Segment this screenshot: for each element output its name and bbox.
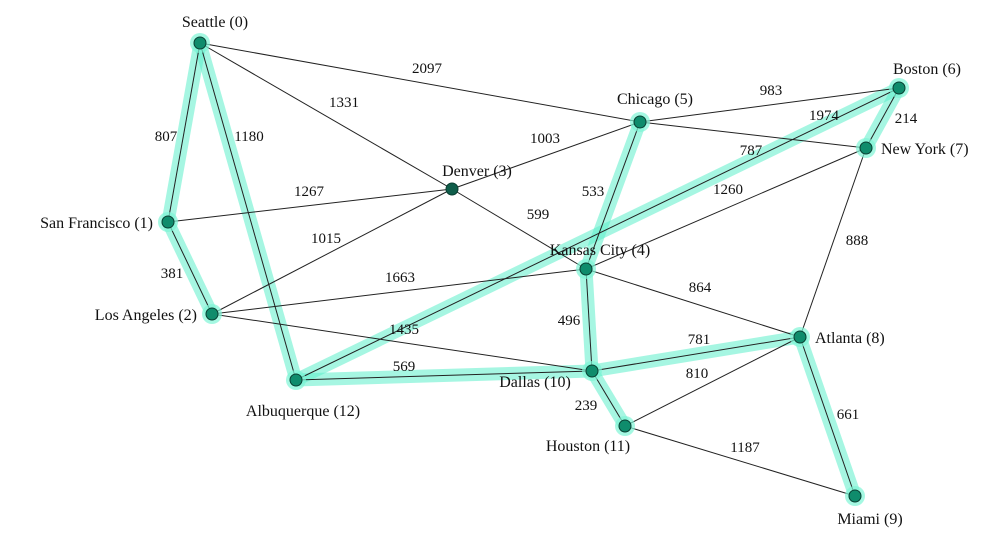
edge-weight-0-1: 807 (155, 129, 178, 145)
edge-weight-10-12: 569 (393, 359, 416, 375)
node-label-3: Denver (3) (442, 163, 512, 180)
node-label-12: Albuquerque (12) (246, 403, 360, 420)
edge-0-1 (167, 42, 201, 223)
node-layer (158, 33, 909, 506)
edge-weight-1-3: 1267 (294, 184, 325, 200)
node-9 (848, 489, 862, 503)
node-10 (585, 364, 599, 378)
edge-weight-0-5: 2097 (412, 61, 443, 77)
edge-layer (167, 42, 900, 497)
edge-weight-2-3: 1015 (311, 231, 341, 247)
edge-0-12 (199, 42, 297, 381)
node-label-7: New York (7) (881, 141, 969, 158)
node-8 (793, 330, 807, 344)
edge-5-7 (639, 121, 867, 149)
edge-weight-0-12: 1180 (234, 129, 263, 145)
edge-8-11 (624, 336, 801, 427)
edge-8-9 (799, 336, 856, 497)
edge-weight-3-4: 599 (527, 207, 550, 223)
edge-weight-8-10: 781 (688, 332, 711, 348)
edge-weight-6-7: 214 (895, 111, 918, 127)
edge-10-11 (591, 370, 626, 427)
edge-4-7 (585, 147, 867, 270)
node-label-4: Kansas City (4) (550, 242, 650, 259)
edge-weight-7-8: 888 (846, 233, 869, 249)
edge-3-5 (451, 121, 641, 190)
node-2 (205, 307, 219, 321)
edge-9-11 (624, 425, 856, 497)
node-label-0: Seattle (0) (182, 14, 248, 31)
node-5 (633, 115, 647, 129)
edge-5-6 (639, 87, 900, 123)
node-11 (618, 419, 632, 433)
node-label-11: Houston (11) (546, 438, 630, 455)
node-1 (161, 215, 175, 229)
edge-weight-1-2: 381 (161, 266, 184, 282)
edge-2-10 (211, 313, 593, 372)
edge-weight-5-7: 787 (740, 143, 763, 159)
node-label-9: Miami (9) (837, 511, 902, 528)
node-label-5: Chicago (5) (617, 91, 693, 108)
node-label-6: Boston (6) (893, 61, 961, 78)
edge-1-2 (167, 221, 213, 315)
edge-10-12 (295, 370, 593, 381)
highlighted-path-layer (161, 36, 906, 503)
edge-weight-5-6: 983 (760, 83, 783, 99)
node-label-2: Los Angeles (2) (95, 307, 197, 324)
edge-0-3 (199, 42, 453, 190)
edge-7-8 (799, 147, 867, 338)
edge-weight-layer: 2097 1331 807 1180 1267 381 1015 1663 1435 1003 59… (155, 61, 918, 456)
node-label-10: Dallas (10) (499, 374, 571, 391)
edge-weight-2-4: 1663 (385, 270, 415, 286)
edge-0-5 (199, 42, 641, 123)
edge-weight-4-5: 533 (582, 184, 605, 200)
node-label-layer: Seattle (0) San Francisco (1) Los Angeles … (40, 14, 968, 528)
edge-weight-8-11: 810 (686, 366, 709, 382)
node-4 (579, 262, 593, 276)
edge-4-8 (585, 268, 801, 338)
edge-weight-4-10: 496 (558, 313, 581, 329)
edge-3-4 (451, 188, 587, 270)
edge-weight-4-7: 1260 (713, 182, 743, 198)
edge-4-5 (585, 121, 641, 270)
node-7 (859, 141, 873, 155)
edge-4-10 (585, 268, 593, 372)
edge-1-3 (167, 188, 453, 223)
edge-weight-6-12: 1974 (809, 108, 840, 124)
node-label-1: San Francisco (1) (40, 215, 153, 232)
edge-weight-8-9: 661 (837, 407, 860, 423)
edge-6-12 (295, 87, 900, 381)
node-3 (445, 182, 459, 196)
edge-weight-3-5: 1003 (530, 131, 560, 147)
edge-2-4 (211, 268, 587, 315)
edge-8-10 (591, 336, 801, 372)
node-12 (289, 373, 303, 387)
node-label-8: Atlanta (8) (815, 330, 885, 347)
edge-weight-10-11: 239 (575, 398, 598, 414)
edge-2-3 (211, 188, 453, 315)
edge-weight-4-8: 864 (689, 280, 712, 296)
edge-weight-0-3: 1331 (329, 95, 359, 111)
node-0 (193, 36, 207, 50)
edge-weight-9-11: 1187 (730, 440, 760, 456)
edge-weight-2-10: 1435 (389, 322, 419, 338)
node-6 (892, 81, 906, 95)
edge-6-7 (865, 87, 900, 149)
